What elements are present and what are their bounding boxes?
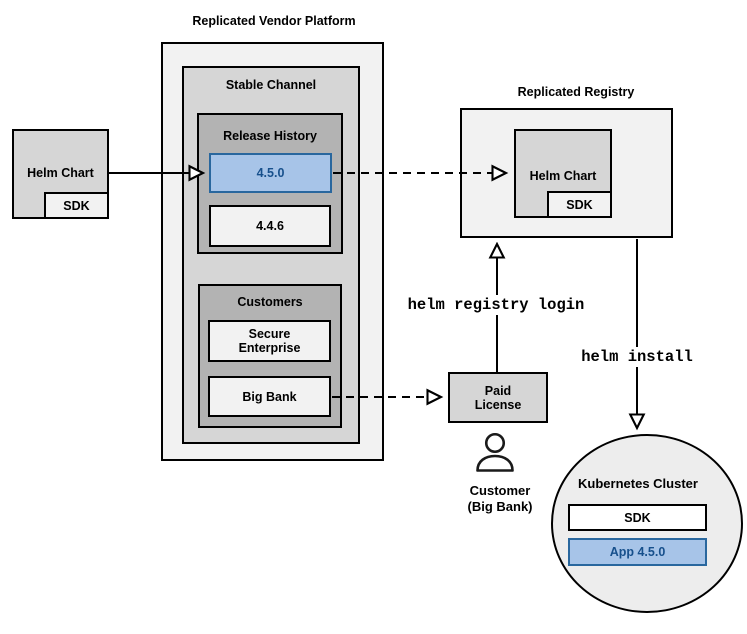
release-version-450-label: 4.5.0 [256,166,285,180]
kubernetes-sdk-label: SDK [624,510,651,525]
release-history-label: Release History [223,129,317,143]
kubernetes-cluster-title: Kubernetes Cluster [578,476,698,491]
helm-chart-source-sdk-label: SDK [63,198,90,213]
customer-big-bank-box: Big Bank [208,376,331,417]
customer-person-icon [476,432,514,472]
customers-label: Customers [237,295,303,309]
kubernetes-app-label: App 4.5.0 [609,545,666,559]
registry-title: Replicated Registry [517,85,635,99]
stable-channel-label: Stable Channel [225,78,317,92]
registry-sdk-label: SDK [566,197,593,212]
customer-caption-line1: Customer [469,483,531,498]
helm-registry-login-command: helm registry login [405,295,587,315]
customer-caption: Customer (Big Bank) [430,483,570,514]
helm-chart-source-label: Helm Chart [27,166,94,180]
helm-chart-source-sdk-box: SDK [44,192,109,219]
helm-install-command: helm install [579,347,695,367]
vendor-platform-title: Replicated Vendor Platform [192,14,356,28]
paid-license-label: Paid License [474,383,522,412]
kubernetes-sdk-box: SDK [568,504,707,531]
release-version-446-label: 4.4.6 [256,219,284,233]
paid-license-box: Paid License [448,372,548,423]
customer-big-bank-label: Big Bank [242,389,297,404]
release-version-446-box: 4.4.6 [209,205,331,247]
kubernetes-app-box: App 4.5.0 [568,538,707,566]
registry-sdk-box: SDK [547,191,612,218]
customer-caption-line2: (Big Bank) [467,498,533,514]
customer-secure-enterprise-label: Secure Enterprise [238,327,301,355]
customer-secure-enterprise-box: Secure Enterprise [208,320,331,362]
release-version-450-box: 4.5.0 [209,153,332,193]
registry-helm-chart-label: Helm Chart [529,169,597,183]
